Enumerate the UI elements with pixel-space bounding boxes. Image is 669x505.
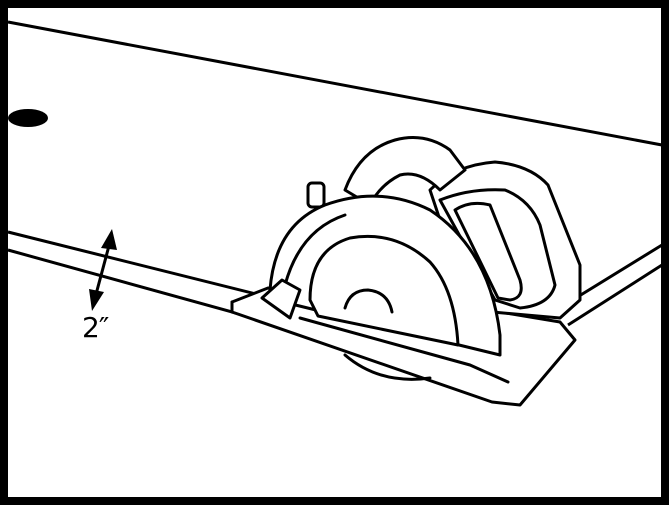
circular-saw-icon xyxy=(230,136,582,407)
saw-handle xyxy=(343,136,467,207)
board-near-edge-left xyxy=(7,230,301,307)
double-arrow-icon xyxy=(89,229,117,311)
saw-grip-slot xyxy=(453,201,523,302)
saw-knob xyxy=(306,181,326,209)
board-hole xyxy=(8,109,48,127)
board-far-edge xyxy=(7,20,663,147)
measurement-label: 2″ xyxy=(82,311,109,344)
saw-blade-disc xyxy=(308,234,460,347)
saw-arbor xyxy=(343,288,394,314)
board-bottom-edge-right xyxy=(567,263,663,327)
saw-blade-lower xyxy=(343,353,432,381)
